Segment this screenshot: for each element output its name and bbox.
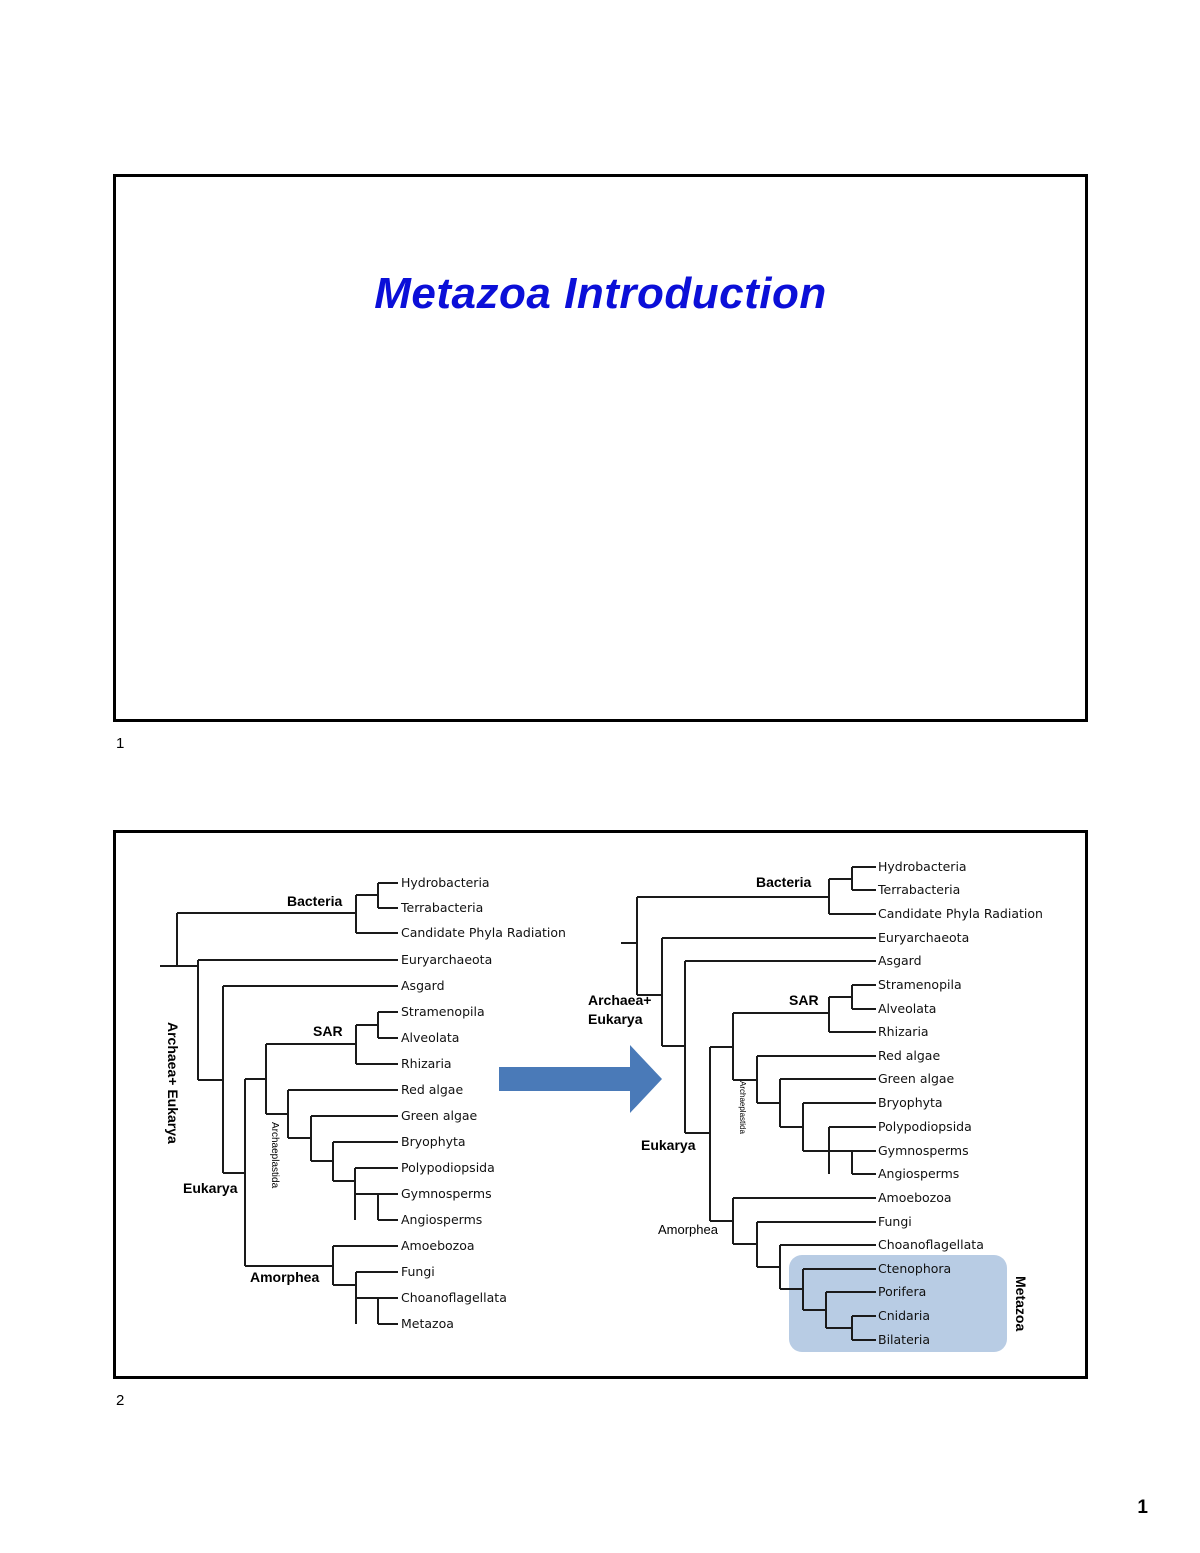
slide-1: Metazoa Introduction [113,174,1088,722]
left-clade-archaeplastida: Archaeplastida [269,1122,280,1189]
right-leaf-bilateria: Bilateria [878,1332,930,1347]
right-clade-metazoa: Metazoa [1013,1276,1029,1331]
right-tree-branches [621,866,876,1341]
right-leaf-amoebozoa: Amoebozoa [878,1190,952,1205]
right-leaf-red-algae: Red algae [878,1048,940,1063]
right-leaf-rhizaria: Rhizaria [878,1024,929,1039]
right-leaf-angiosperms: Angiosperms [878,1166,959,1181]
right-leaf-alveolata: Alveolata [878,1001,936,1016]
right-clade-archaea-eukarya-line2: Eukarya [588,1011,643,1027]
left-leaf-amoebozoa: Amoebozoa [401,1238,475,1253]
right-leaf-candidate-phyla-radiation: Candidate Phyla Radiation [878,906,1043,921]
right-clade-amorphea: Amorphea [658,1222,719,1237]
left-leaf-stramenopila: Stramenopila [401,1004,485,1019]
left-leaf-red-algae: Red algae [401,1082,463,1097]
left-clade-bacteria: Bacteria [287,893,342,909]
left-leaf-gymnosperms: Gymnosperms [401,1186,492,1201]
page-number: 1 [1137,1497,1148,1518]
left-tree-clade-labels: Bacteria Archaea+ Eukarya SAR Archaeplas… [165,893,343,1285]
left-leaf-green-algae: Green algae [401,1108,478,1123]
left-leaf-fungi: Fungi [401,1264,435,1279]
left-leaf-rhizaria: Rhizaria [401,1056,452,1071]
left-clade-amorphea: Amorphea [250,1269,319,1285]
right-clade-archaeplastida: Archaeplastida [738,1081,747,1134]
right-leaf-terrabacteria: Terrabacteria [877,882,960,897]
left-leaf-metazoa: Metazoa [401,1316,454,1331]
right-clade-eukarya: Eukarya [641,1137,696,1153]
left-leaf-euryarchaeota: Euryarchaeota [401,952,492,967]
right-leaf-fungi: Fungi [878,1214,912,1229]
right-leaf-stramenopila: Stramenopila [878,977,962,992]
right-tree-clade-labels: Bacteria Archaea+ Eukarya SAR Archaeplas… [588,874,1029,1331]
slide-1-number: 1 [116,735,125,752]
left-leaf-terrabacteria: Terrabacteria [400,900,483,915]
right-leaf-polypodiopsida: Polypodiopsida [878,1119,972,1134]
right-clade-sar: SAR [789,992,819,1008]
slide-title: Metazoa Introduction [374,269,827,318]
right-leaf-green-algae: Green algae [878,1071,955,1086]
left-leaf-hydrobacteria: Hydrobacteria [401,875,490,890]
left-tree-branches [160,882,398,1325]
right-leaf-bryophyta: Bryophyta [878,1095,943,1110]
left-tree-leaves: Hydrobacteria Terrabacteria Candidate Ph… [400,875,566,1331]
right-leaf-euryarchaeota: Euryarchaeota [878,930,969,945]
right-leaf-cnidaria: Cnidaria [878,1308,930,1323]
left-leaf-alveolata: Alveolata [401,1030,459,1045]
right-clade-archaea-eukarya-line1: Archaea+ [588,992,651,1008]
left-leaf-angiosperms: Angiosperms [401,1212,482,1227]
left-leaf-polypodiopsida: Polypodiopsida [401,1160,495,1175]
left-clade-eukarya: Eukarya [183,1180,238,1196]
transition-arrow [499,1045,662,1113]
right-leaf-porifera: Porifera [878,1284,926,1299]
slide-2-number: 2 [116,1392,125,1409]
right-leaf-asgard: Asgard [878,953,922,968]
left-leaf-candidate-phyla-radiation: Candidate Phyla Radiation [401,925,566,940]
phylogeny-figure: Hydrobacteria Terrabacteria Candidate Ph… [160,859,1043,1352]
left-leaf-bryophyta: Bryophyta [401,1134,466,1149]
right-leaf-hydrobacteria: Hydrobacteria [878,859,967,874]
right-leaf-gymnosperms: Gymnosperms [878,1143,969,1158]
right-clade-bacteria: Bacteria [756,874,811,890]
left-clade-sar: SAR [313,1023,343,1039]
right-tree-leaves: Hydrobacteria Terrabacteria Candidate Ph… [877,859,1043,1347]
left-leaf-choanoflagellata: Choanoflagellata [401,1290,507,1305]
left-leaf-asgard: Asgard [401,978,445,993]
slide-2: Hydrobacteria Terrabacteria Candidate Ph… [113,830,1088,1379]
left-clade-archaea-eukarya: Archaea+ Eukarya [165,1022,181,1144]
right-leaf-choanoflagellata: Choanoflagellata [878,1237,984,1252]
right-leaf-ctenophora: Ctenophora [878,1261,951,1276]
